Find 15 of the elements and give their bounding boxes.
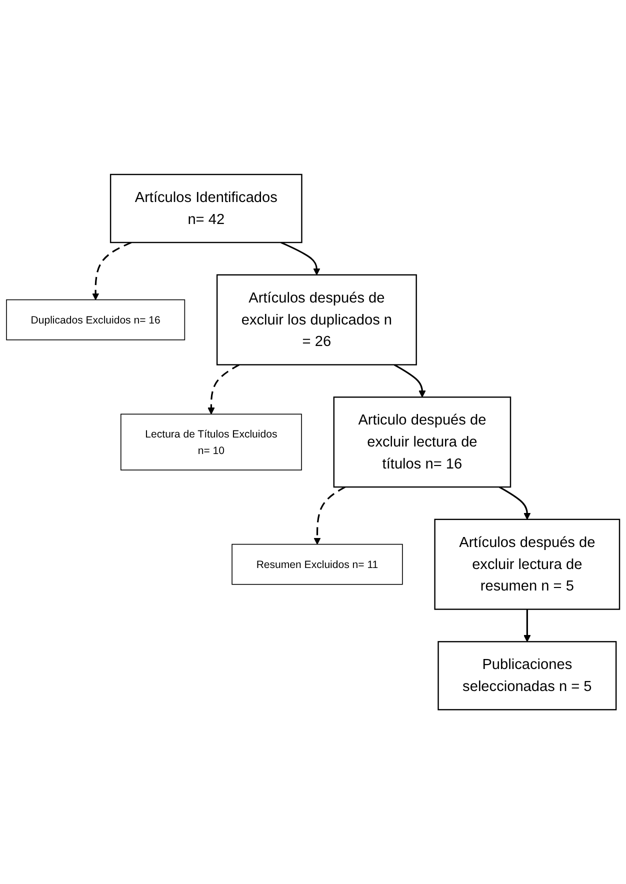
- node-box: Artículos Identificados n= 42: [110, 174, 302, 244]
- node-box: Resumen Excluidos n= 11: [232, 544, 403, 585]
- node-box: Publicaciones seleccionadas n = 5: [438, 640, 617, 710]
- node-box: Lectura de Títulos Excluidos n= 10: [120, 414, 302, 470]
- arrow: [208, 364, 240, 414]
- node-box: Articulo después de excluir lectura de títulos n= 16: [333, 396, 512, 488]
- node-box: Artículos después de excluir lectura de resumen n = 5: [434, 518, 620, 610]
- arrow: [280, 242, 320, 276]
- arrow: [92, 242, 132, 300]
- arrow: [498, 486, 531, 520]
- arrow: [394, 364, 426, 398]
- arrow: [524, 609, 531, 642]
- node-box: Artículos después de excluir los duplicados n = 26: [216, 274, 417, 366]
- arrow: [314, 486, 346, 545]
- node-box: Duplicados Excluidos n= 16: [6, 299, 186, 340]
